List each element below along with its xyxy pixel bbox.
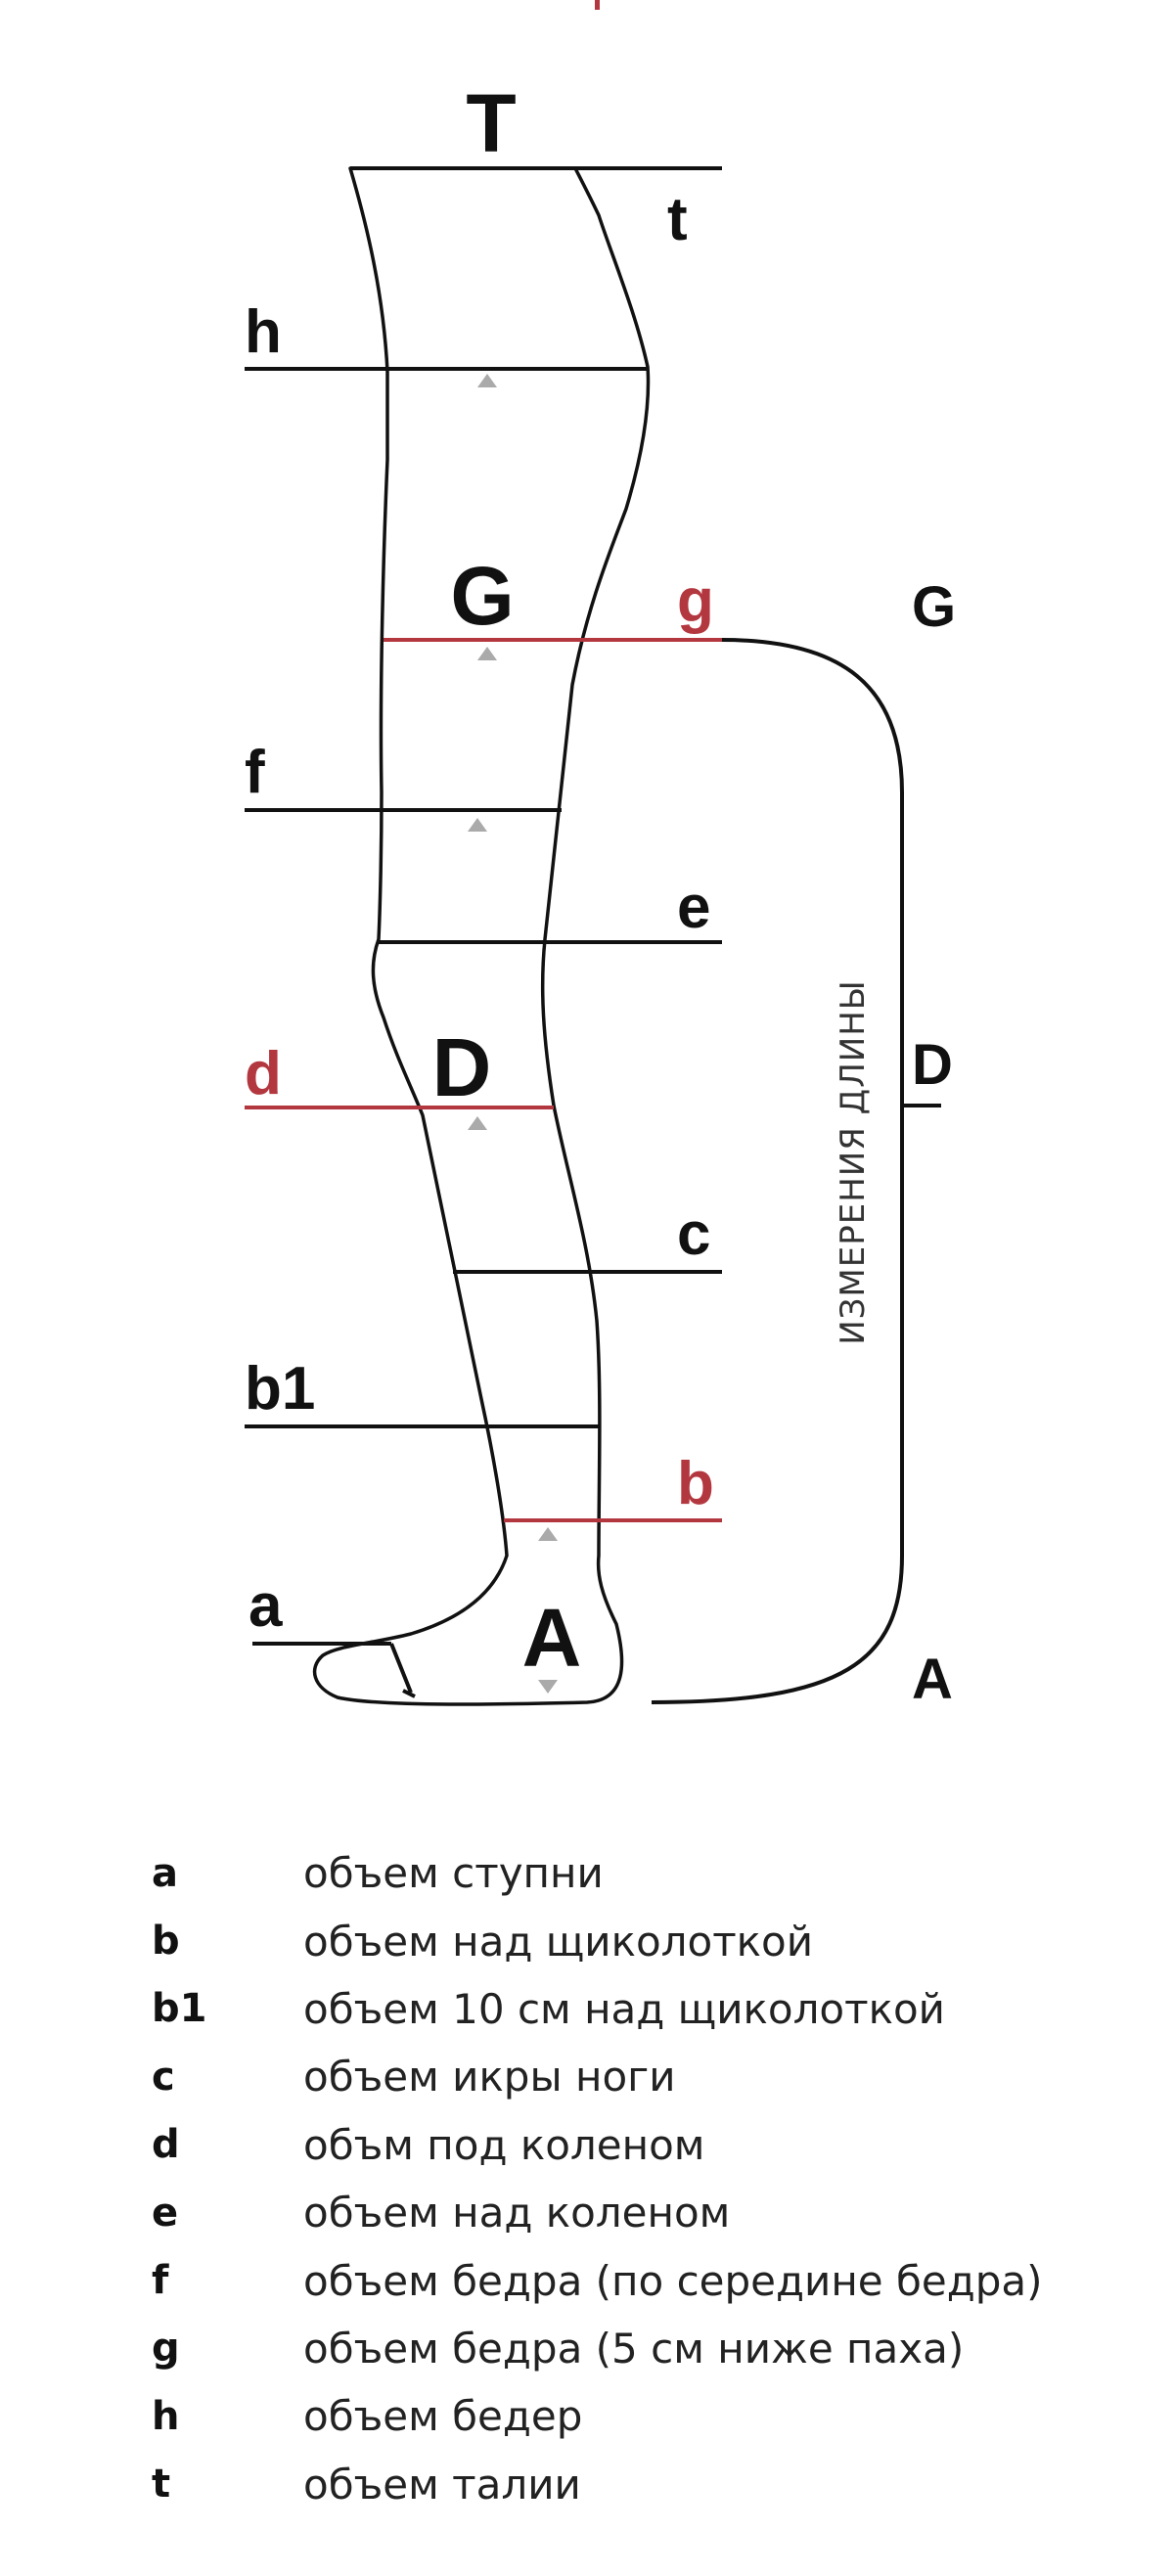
length-caption: ИЗМЕРЕНИЯ ДЛИНЫ bbox=[834, 979, 873, 1345]
marker-A bbox=[538, 1680, 558, 1694]
label-t: t bbox=[667, 186, 688, 253]
legend-text: объем над коленом bbox=[303, 2189, 731, 2237]
legend-text: объем 10 см над щиколоткой bbox=[303, 1984, 945, 2033]
length-bracket bbox=[651, 638, 904, 1704]
label-f: f bbox=[245, 739, 265, 806]
label-T: T bbox=[466, 77, 516, 169]
marker-g bbox=[477, 647, 497, 660]
legend-key: b bbox=[152, 1919, 180, 1965]
legend-key: e bbox=[152, 2190, 179, 2236]
legend-key: d bbox=[152, 2122, 180, 2168]
legend-row: a объем ступни bbox=[152, 1839, 1150, 1907]
legend-text: объем бедра (по середине бедра) bbox=[303, 2256, 1043, 2305]
top-red-mark bbox=[595, 0, 600, 10]
legend-key: c bbox=[152, 2054, 175, 2100]
label-g: g bbox=[677, 567, 714, 635]
legend-text: объем икры ноги bbox=[303, 2053, 676, 2101]
side-label-G: G bbox=[912, 575, 956, 639]
legend-text: объем бедер bbox=[303, 2392, 583, 2441]
legend-row: g объем бедра (5 см ниже паха) bbox=[152, 2315, 1150, 2382]
marker-b bbox=[538, 1527, 558, 1541]
legend-text: объем ступни bbox=[303, 1849, 604, 1898]
legend-row: e объем над коленом bbox=[152, 2179, 1150, 2246]
leg-measurement-diagram: ИЗМЕРЕНИЯ ДЛИНЫ T t h G g f e d D c b1 b… bbox=[245, 0, 956, 1711]
marker-h bbox=[477, 374, 497, 387]
legend-row: c объем икры ноги bbox=[152, 2043, 1150, 2110]
marker-triangles bbox=[468, 374, 558, 1694]
leg-outline bbox=[312, 166, 651, 1706]
label-e: e bbox=[677, 874, 710, 941]
label-b: b bbox=[677, 1450, 714, 1517]
legend-text: объем бедра (5 см ниже паха) bbox=[303, 2324, 965, 2373]
legend-key: f bbox=[152, 2258, 169, 2304]
legend-key: h bbox=[152, 2393, 180, 2439]
marker-f bbox=[468, 818, 487, 832]
label-A: A bbox=[522, 1592, 582, 1684]
legend-row: b объем над щиколоткой bbox=[152, 1907, 1150, 1974]
legend-text: объем талии bbox=[303, 2460, 581, 2508]
label-h: h bbox=[245, 298, 282, 366]
legend: a объем ступни b объем над щиколоткой b1 об… bbox=[152, 1839, 1150, 2518]
legend-text: объем над щиколоткой bbox=[303, 1917, 814, 1966]
label-c: c bbox=[677, 1200, 710, 1268]
legend-row: h объем бедер bbox=[152, 2382, 1150, 2450]
line-a-girth bbox=[389, 1643, 413, 1694]
side-label-A: A bbox=[912, 1648, 953, 1711]
legend-row: f объем бедра (по середине бедра) bbox=[152, 2246, 1150, 2314]
legend-text: объм под коленом bbox=[303, 2120, 705, 2169]
measurement-lines bbox=[245, 166, 722, 1698]
legend-key: b1 bbox=[152, 1986, 207, 2032]
label-b1: b1 bbox=[245, 1355, 315, 1423]
diagram-labels: T t h G g f e d D c b1 b a A G D A bbox=[245, 77, 956, 1711]
label-G: G bbox=[450, 550, 514, 642]
side-label-D: D bbox=[912, 1033, 953, 1097]
legend-row: b1 объем 10 см над щиколоткой bbox=[152, 1975, 1150, 2043]
legend-key: g bbox=[152, 2326, 180, 2372]
legend-key: t bbox=[152, 2462, 171, 2508]
marker-d bbox=[468, 1116, 487, 1130]
legend-row: d объм под коленом bbox=[152, 2111, 1150, 2179]
label-a: a bbox=[248, 1572, 283, 1640]
legend-row: t объем талии bbox=[152, 2451, 1150, 2518]
label-d: d bbox=[245, 1040, 282, 1107]
label-D: D bbox=[432, 1021, 492, 1113]
legend-key: a bbox=[152, 1850, 178, 1896]
